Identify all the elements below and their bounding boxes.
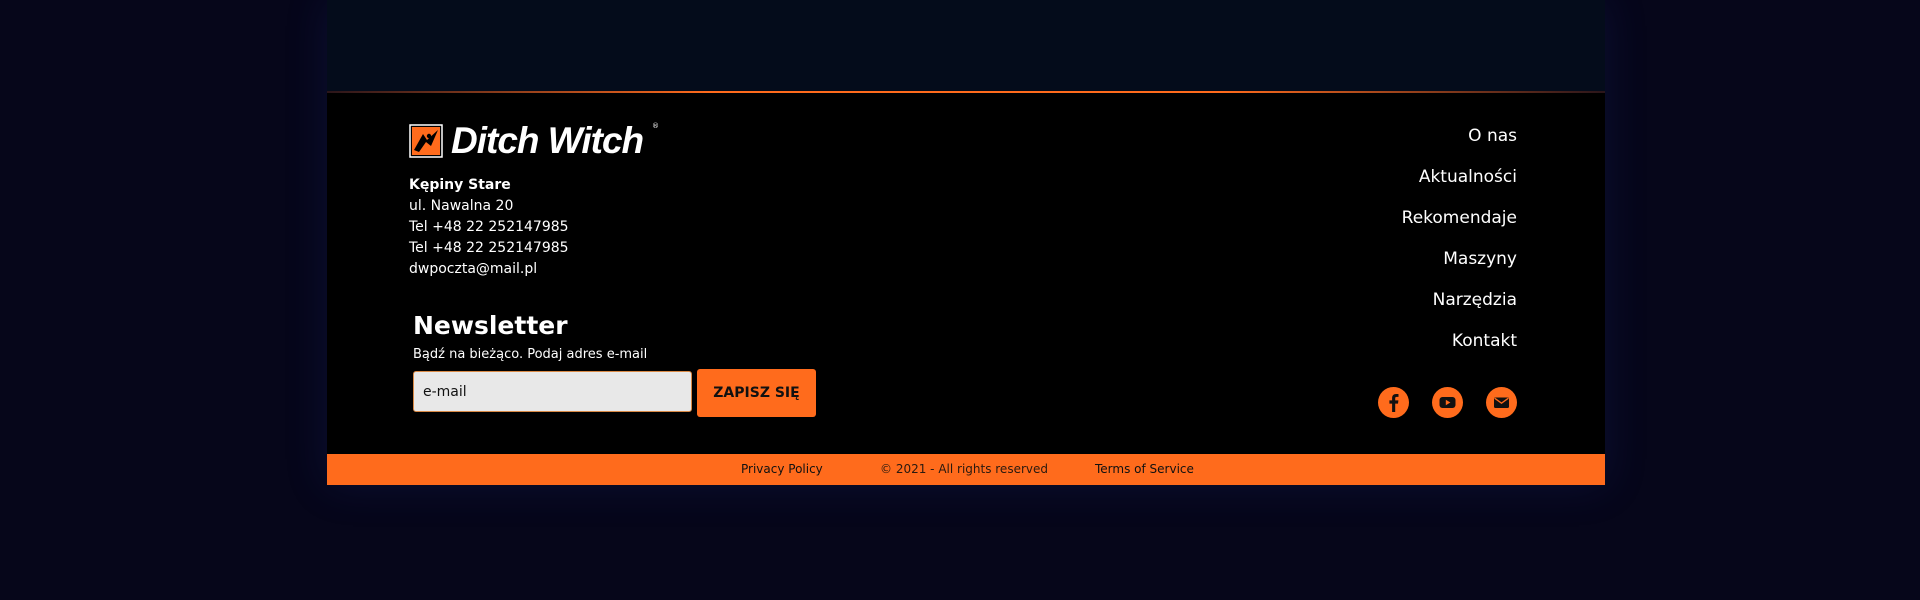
nav-item-o-nas[interactable]: O nas <box>1468 126 1517 146</box>
address-street: ul. Nawalna 20 <box>409 198 514 214</box>
social-links <box>1360 387 1517 419</box>
nav-item-aktualnosci[interactable]: Aktualności <box>1418 167 1517 187</box>
newsletter-section: Newsletter Bądź na bieżąco. Podaj adres … <box>413 311 816 417</box>
address-city: Kępiny Stare <box>409 177 511 193</box>
company-address: Kępiny Stare ul. Nawalna 20 Tel +48 22 2… <box>409 175 569 280</box>
footer-nav: O nas Aktualności Rekomendaje Maszyny Na… <box>1402 126 1517 372</box>
ditch-witch-logo[interactable]: Ditch Witch ® <box>409 120 659 161</box>
nav-item-rekomendaje[interactable]: Rekomendaje <box>1401 208 1517 228</box>
mail-icon[interactable] <box>1486 387 1517 418</box>
address-email[interactable]: dwpoczta@mail.pl <box>409 261 538 277</box>
content-area-bottom <box>327 0 1605 91</box>
newsletter-email-input[interactable] <box>413 371 692 412</box>
nav-item-kontakt[interactable]: Kontakt <box>1451 331 1517 351</box>
footer: Ditch Witch ® Kępiny Stare ul. Nawalna 2… <box>327 93 1605 454</box>
nav-item-maszyny[interactable]: Maszyny <box>1443 249 1517 269</box>
copyright-text: © 2021 - All rights reserved <box>880 462 1048 476</box>
privacy-policy-link[interactable]: Privacy Policy <box>741 462 823 476</box>
facebook-icon[interactable] <box>1377 387 1409 418</box>
footer-divider <box>327 91 1605 93</box>
footer-panel: Ditch Witch ® Kępiny Stare ul. Nawalna 2… <box>327 0 1605 485</box>
bottom-bar: Privacy Policy © 2021 - All rights reser… <box>327 454 1605 485</box>
address-phone-2[interactable]: Tel +48 22 252147985 <box>409 240 569 256</box>
address-phone-1[interactable]: Tel +48 22 252147985 <box>409 219 569 235</box>
newsletter-subtitle: Bądź na bieżąco. Podaj adres e-mail <box>413 347 648 362</box>
newsletter-form: ZAPISZ SIĘ <box>413 369 816 419</box>
registered-mark: ® <box>652 122 659 130</box>
newsletter-title: Newsletter <box>413 311 568 340</box>
subscribe-button[interactable]: ZAPISZ SIĘ <box>697 369 816 417</box>
nav-item-narzedzia[interactable]: Narzędzia <box>1432 290 1517 310</box>
witch-logo-icon <box>409 124 443 158</box>
logo-wordmark: Ditch Witch <box>451 120 644 161</box>
youtube-icon[interactable] <box>1431 387 1463 418</box>
terms-of-service-link[interactable]: Terms of Service <box>1095 462 1194 476</box>
